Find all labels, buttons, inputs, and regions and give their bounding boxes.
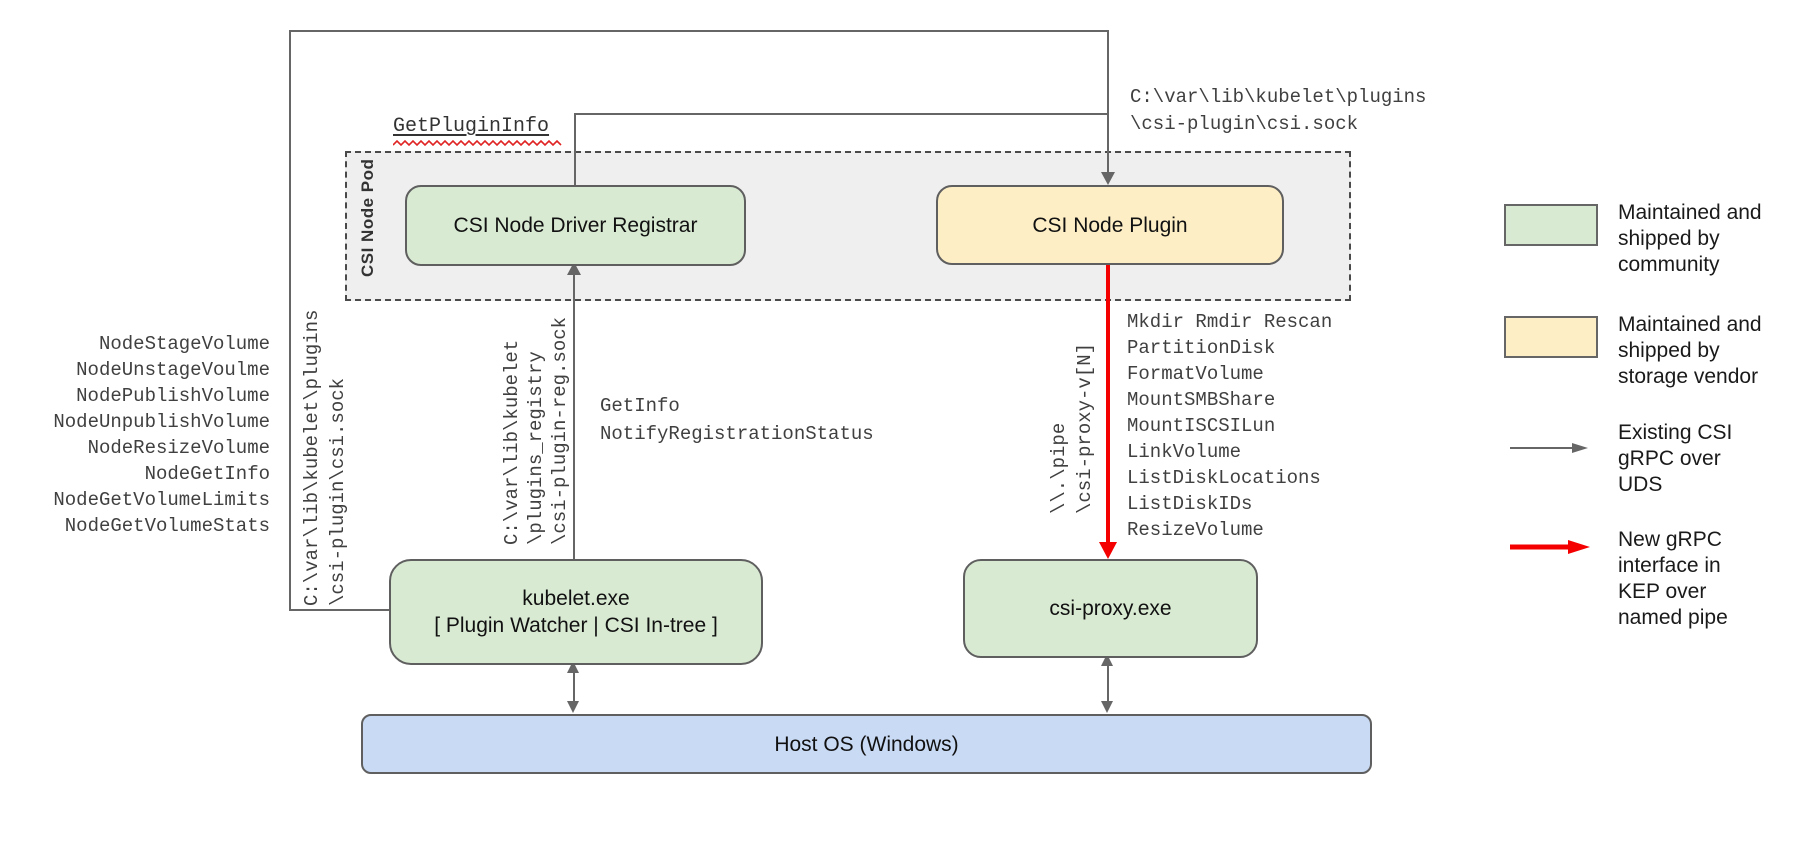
connector-kubelet-host <box>573 672 575 703</box>
proxy-call: MountSMBShare <box>1127 389 1276 411</box>
proxy-call: ResizeVolume <box>1127 519 1264 541</box>
legend-label-uds: Existing CSI gRPC over UDS <box>1618 421 1733 496</box>
legend-swatch-vendor <box>1504 316 1598 358</box>
csi-proxy-box: csi-proxy.exe <box>963 559 1258 658</box>
connector-top-horizontal <box>289 30 1109 32</box>
connector-proxy-host <box>1107 665 1109 703</box>
node-call: NodeGetVolumeLimits <box>53 489 270 511</box>
proxy-call: ListDiskLocations <box>1127 467 1321 489</box>
arrowhead-host-down-left <box>567 701 579 713</box>
kubelet-box: kubelet.exe [ Plugin Watcher | CSI In-tr… <box>389 559 763 665</box>
node-call: NodeResizeVolume <box>87 437 270 459</box>
node-call: NodeStageVolume <box>98 333 270 355</box>
registrar-label: CSI Node Driver Registrar <box>453 214 698 237</box>
legend-label-pipe: New gRPC interface in KEP over named pip… <box>1618 528 1728 629</box>
node-calls-list: NodeStageVolume NodeUnstageVoulme NodePu… <box>53 331 270 539</box>
legend-swatch-community <box>1504 204 1598 246</box>
node-call: NodeGetInfo <box>144 463 270 485</box>
csi-node-plugin-box: CSI Node Plugin <box>936 185 1284 265</box>
connector-getplugininfo-vertical <box>574 113 576 185</box>
connector-kubelet-left <box>289 609 391 611</box>
legend-gray-arrow-icon <box>1510 443 1588 453</box>
legend-label-vendor: Maintained and shipped by storage vendor <box>1618 313 1762 388</box>
connector-registration <box>573 274 575 559</box>
host-os-box: Host OS (Windows) <box>361 714 1372 774</box>
legend-label-community: Maintained and shipped by community <box>1618 201 1762 276</box>
node-call: NodePublishVolume <box>76 385 270 407</box>
node-call: NodeUnstageVoulme <box>76 359 270 381</box>
proxy-call: Mkdir Rmdir Rescan <box>1127 311 1333 333</box>
node-call: NodeGetVolumeStats <box>64 515 270 537</box>
legend-red-arrow-icon <box>1510 540 1590 554</box>
reg-sock-path: C:\var\lib\kubelet \plugins_registry \cs… <box>501 316 571 545</box>
csi-node-driver-registrar-box: CSI Node Driver Registrar <box>405 185 746 266</box>
registration-calls: GetInfo NotifyRegistrationStatus <box>600 395 874 445</box>
connector-left-vertical <box>289 30 291 611</box>
connector-named-pipe <box>1106 261 1110 543</box>
csi-node-pod-label: CSI Node Pod <box>358 158 377 277</box>
arrowhead-host-down-right <box>1101 701 1113 713</box>
csi-sock-path-top: C:\var\lib\kubelet\plugins \csi-plugin\c… <box>1130 86 1427 135</box>
arrowhead-into-plugin <box>1101 172 1115 185</box>
proxy-call: LinkVolume <box>1127 441 1242 463</box>
csi-proxy-label: csi-proxy.exe <box>1049 597 1172 620</box>
csi-sock-path-left: C:\var\lib\kubelet\plugins \csi-plugin\c… <box>301 309 349 606</box>
arrowhead-into-proxy <box>1099 542 1117 559</box>
named-pipe-path: \\.\pipe \csi-proxy-v[N] <box>1048 342 1096 514</box>
kubelet-label: kubelet.exe [ Plugin Watcher | CSI In-tr… <box>434 587 718 637</box>
spellcheck-squiggle <box>393 140 562 147</box>
connector-plugin-vertical <box>1107 30 1109 173</box>
connector-getplugininfo-horizontal <box>574 113 1108 115</box>
host-os-label: Host OS (Windows) <box>774 732 959 756</box>
node-call: NodeUnpublishVolume <box>53 411 270 433</box>
plugin-label: CSI Node Plugin <box>1032 213 1188 237</box>
proxy-call: PartitionDisk <box>1127 337 1276 359</box>
proxy-call: ListDiskIDs <box>1127 493 1253 515</box>
proxy-call: FormatVolume <box>1127 363 1264 385</box>
proxy-call: MountISCSILun <box>1127 415 1276 437</box>
proxy-calls-list: Mkdir Rmdir Rescan PartitionDisk FormatV… <box>1127 309 1332 543</box>
getplugininfo-label: GetPluginInfo <box>393 115 550 138</box>
